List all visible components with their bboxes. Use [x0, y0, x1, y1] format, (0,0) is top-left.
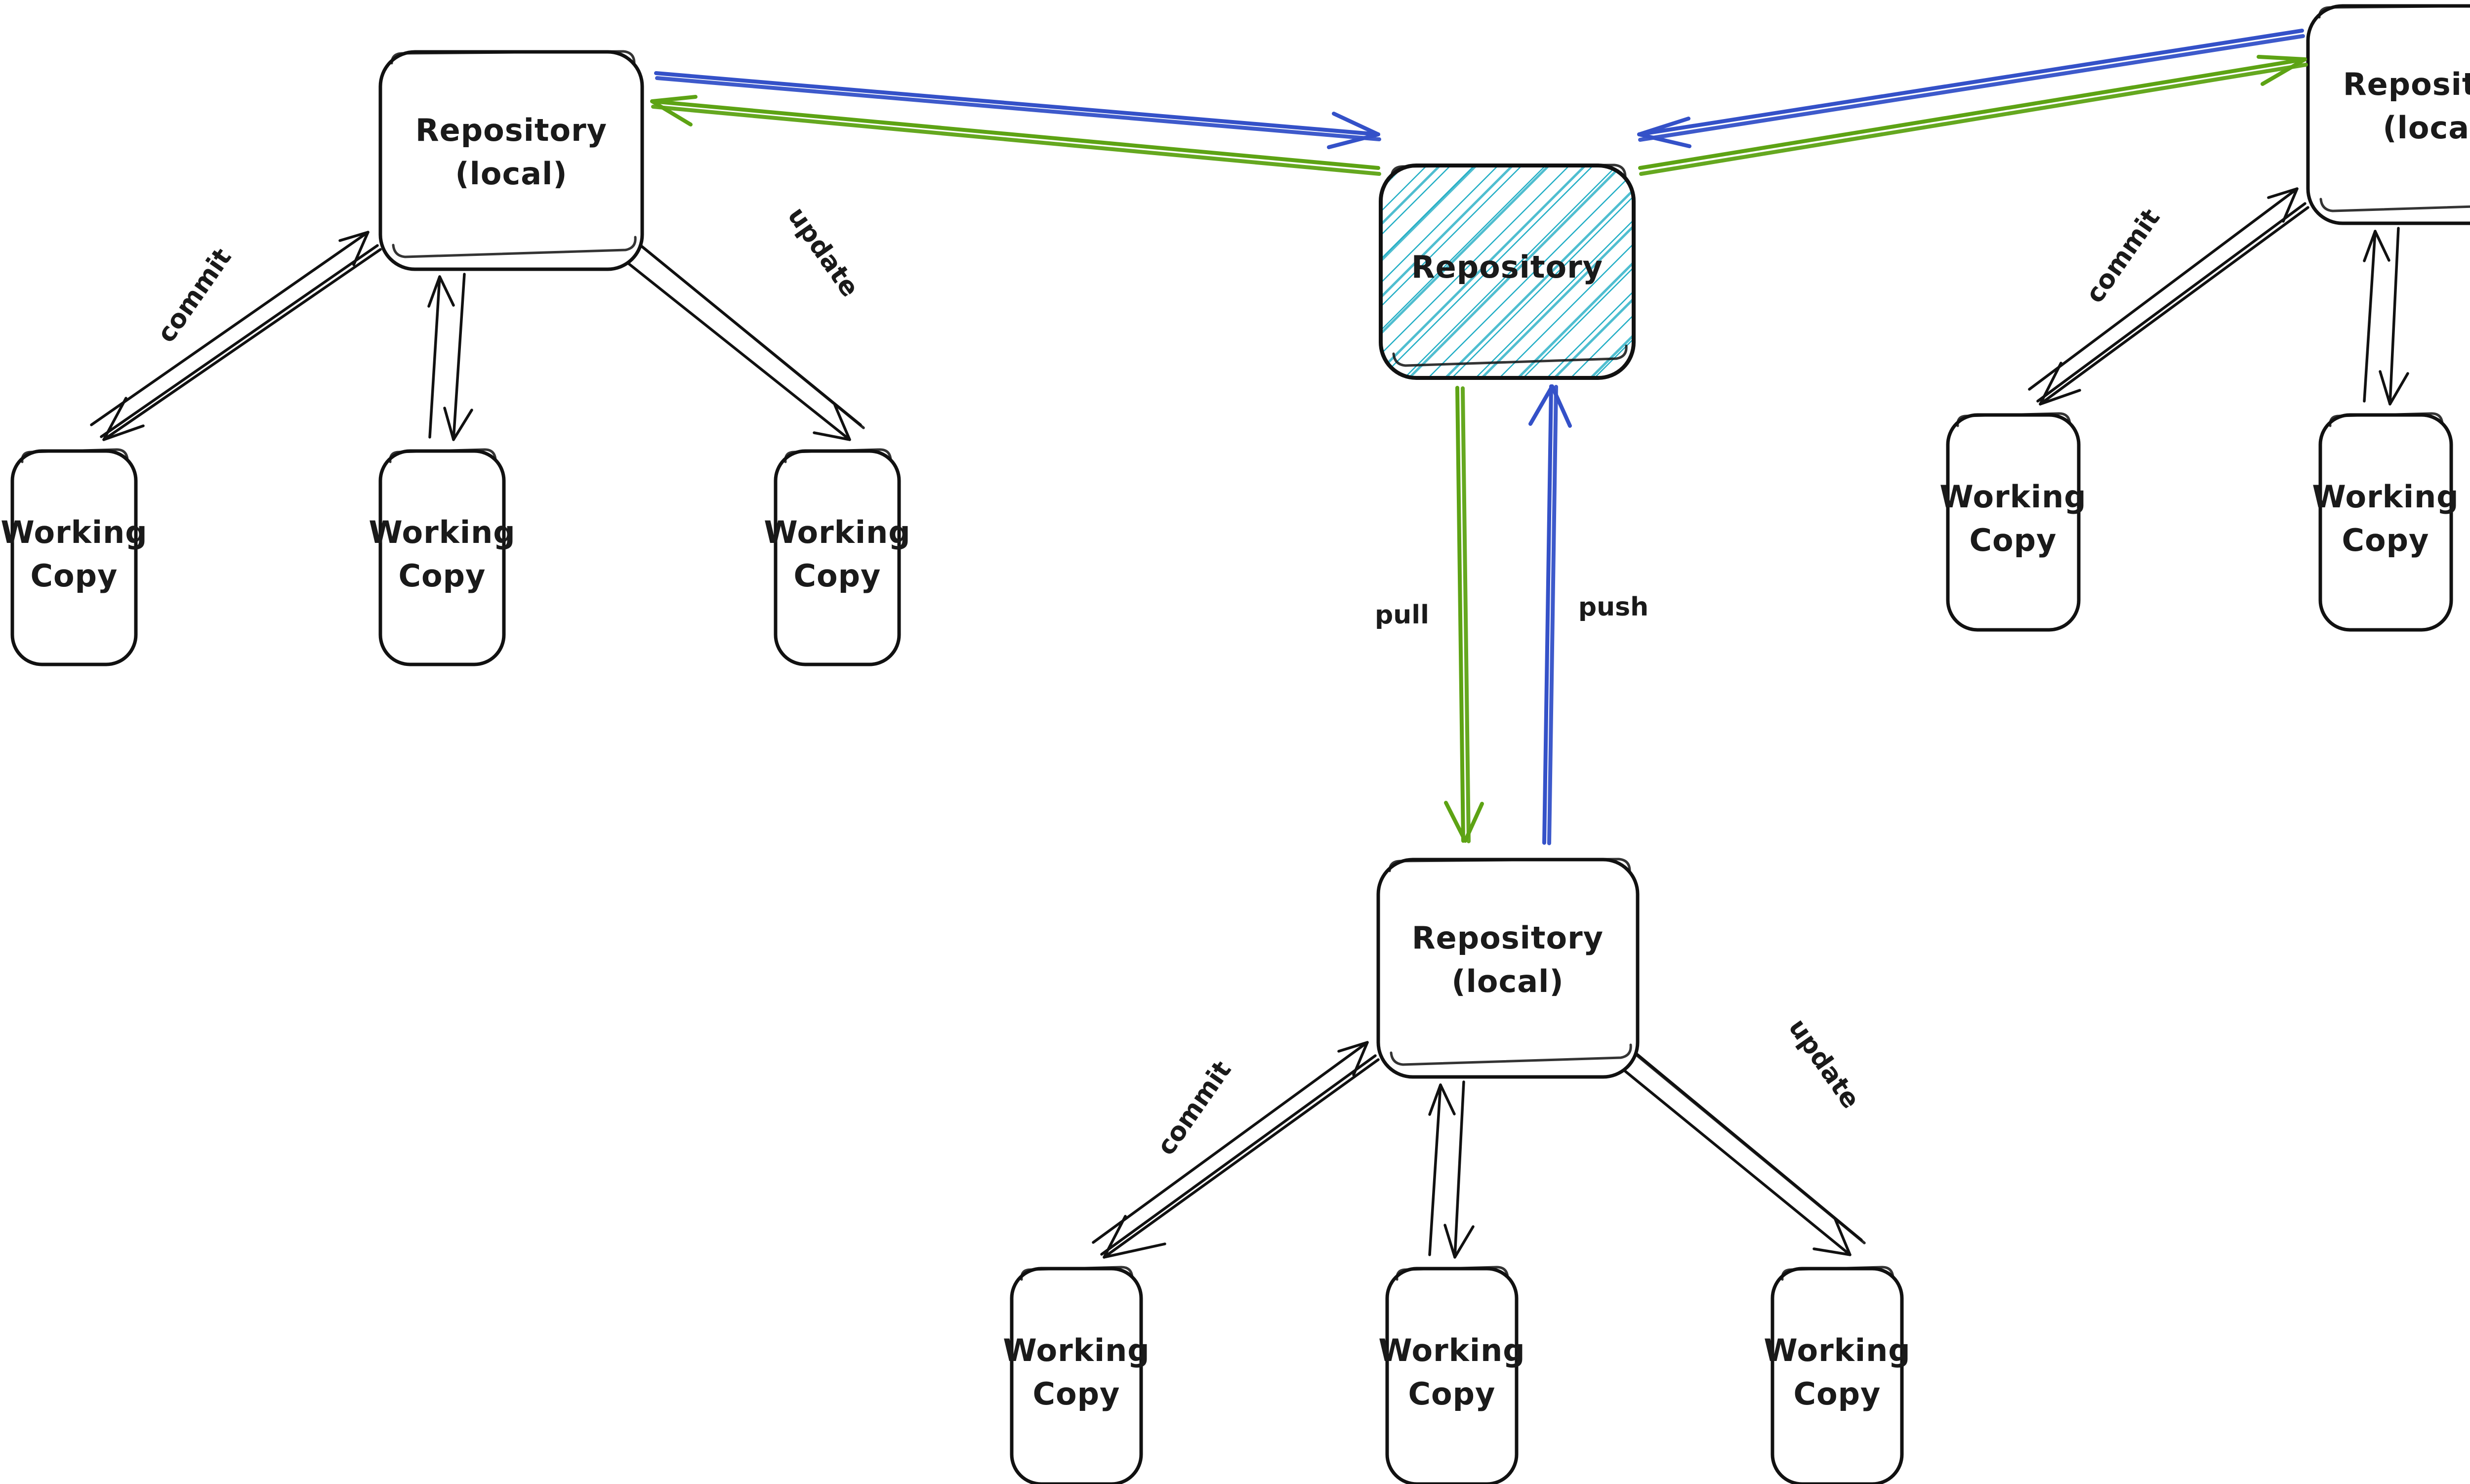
node-working-copy-left-2[interactable]: Working Copy [369, 448, 515, 666]
cluster-bottom: Repository (local) Working Copy Working … [1003, 858, 1910, 1484]
wc-right-2-label-line1: Working [2312, 479, 2459, 515]
edge-update-bottom [1579, 1015, 1866, 1256]
wc-bottom-2-label-line2: Copy [1408, 1376, 1496, 1412]
node-repository-local-left[interactable]: Repository (local) [378, 50, 644, 271]
edge-label-commit-right: commit [2080, 204, 2166, 309]
wc-bottom-3-label-line2: Copy [1794, 1376, 1881, 1412]
wc-left-2-label-line1: Working [369, 514, 515, 550]
edge-pull-right [1638, 55, 2308, 176]
edge-vertical-left [427, 273, 473, 441]
repo-left-label-line1: Repository [415, 112, 607, 148]
edge-push-right [1637, 29, 2305, 148]
edge-pull-bottom [1444, 386, 1484, 843]
wc-left-3-label-line1: Working [764, 514, 910, 550]
cluster-left: Repository (local) Working Copy Working … [0, 50, 910, 666]
edge-push-left [654, 71, 1381, 149]
wc-left-1-label-line1: Working [0, 514, 147, 550]
central-repo-label: Repository [1411, 249, 1603, 285]
edge-label-commit-bottom: commit [1152, 1056, 1237, 1161]
repo-bottom-label-line2: (local) [1451, 963, 1564, 999]
edge-commit-bottom [1092, 1041, 1380, 1259]
wc-left-3-label-line2: Copy [794, 558, 881, 594]
edge-label-update-bottom: update [1783, 1013, 1866, 1114]
wc-bottom-3-label-line1: Working [1764, 1332, 1910, 1368]
edge-pull-left [650, 95, 1381, 176]
wc-bottom-1-label-line2: Copy [1033, 1376, 1120, 1412]
node-working-copy-bottom-3[interactable]: Working Copy [1764, 1266, 1910, 1484]
node-repository-local-bottom[interactable]: Repository (local) [1376, 858, 1640, 1079]
wc-right-1-label-line2: Copy [1970, 522, 2057, 558]
repo-bottom-label-line1: Repository [1412, 920, 1604, 956]
wc-bottom-2-label-line1: Working [1378, 1332, 1525, 1368]
edge-commit-left [90, 231, 382, 441]
wc-bottom-1-label-line1: Working [1003, 1332, 1150, 1368]
node-working-copy-right-2[interactable]: Working Copy [2312, 412, 2459, 632]
node-working-copy-bottom-2[interactable]: Working Copy [1378, 1266, 1525, 1484]
edge-label-update-left: update [782, 202, 865, 302]
wc-right-2-label-line2: Copy [2342, 522, 2429, 558]
edge-vertical-right [2363, 227, 2409, 406]
edge-push-bottom [1528, 384, 1572, 845]
node-working-copy-right-1[interactable]: Working Copy [1939, 412, 2086, 632]
wc-right-1-label-line1: Working [1939, 479, 2086, 515]
repo-right-label-line1: Repository [2343, 66, 2470, 102]
node-repository-local-right[interactable]: Repository (local) [2306, 4, 2470, 225]
node-working-copy-left-1[interactable]: Working Copy [0, 448, 147, 666]
cluster-right: Repository (local) Working Copy Working … [1939, 4, 2470, 632]
edge-label-pull: pull [1375, 600, 1429, 630]
node-central-repository[interactable]: Repository [1379, 164, 1636, 380]
central-repo-hatch-fill [1381, 165, 1634, 378]
wc-left-1-label-line2: Copy [31, 558, 118, 594]
node-working-copy-bottom-1[interactable]: Working Copy [1003, 1266, 1150, 1484]
edge-commit-right [2028, 187, 2309, 406]
node-working-copy-left-3[interactable]: Working Copy [764, 448, 910, 666]
wc-left-2-label-line2: Copy [399, 558, 486, 594]
edge-vertical-bottom [1428, 1080, 1475, 1259]
repo-right-label-line2: (local) [2383, 110, 2470, 146]
repo-left-label-line2: (local) [455, 156, 567, 192]
edge-label-push: push [1578, 592, 1648, 622]
